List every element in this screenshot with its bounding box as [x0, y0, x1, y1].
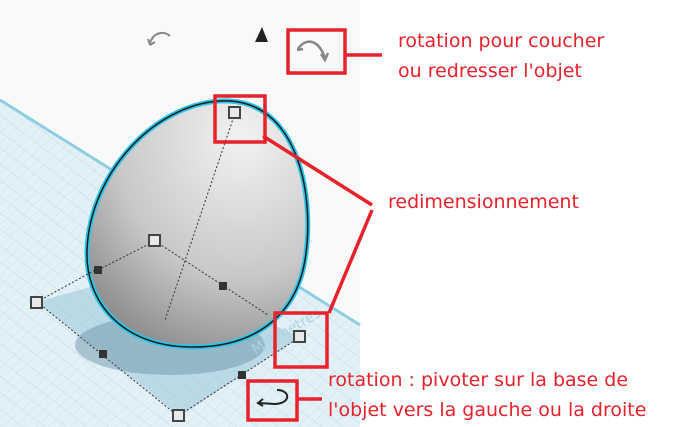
height-handle[interactable]: [228, 106, 241, 119]
tilt-rotation-note-line1: rotation pour coucher: [398, 30, 605, 52]
highlight-box-tilt: [286, 28, 347, 75]
base-rotation-note-line1: rotation : pivoter sur la base de: [328, 369, 629, 391]
annotation-marks: [213, 28, 382, 422]
corner-handle[interactable]: [293, 330, 306, 343]
tilt-rotate-icon[interactable]: [296, 40, 330, 63]
tilt-rotation-note-line2: ou redresser l'objet: [398, 60, 582, 82]
edge-handle[interactable]: [238, 371, 246, 379]
edge-handle[interactable]: [219, 282, 227, 290]
resize-handles: [30, 106, 306, 422]
corner-handle[interactable]: [148, 234, 161, 247]
cone-icon[interactable]: [255, 27, 268, 42]
edge-handle[interactable]: [94, 266, 102, 274]
annotation-area: [360, 0, 696, 427]
corner-handle[interactable]: [172, 409, 185, 422]
edge-handle[interactable]: [99, 350, 107, 358]
resize-note: redimensionnement: [388, 191, 579, 213]
rotate-arrow-icon[interactable]: [147, 31, 171, 46]
base-rotate-icon[interactable]: [256, 389, 289, 407]
highlight-box-corner-handle: [273, 311, 329, 369]
base-rotation-note-line2: l'objet vers la gauche ou la droite: [328, 399, 647, 421]
edge-handles: [94, 266, 246, 379]
highlight-box-top-handle: [213, 94, 267, 144]
corner-handle[interactable]: [30, 296, 43, 309]
